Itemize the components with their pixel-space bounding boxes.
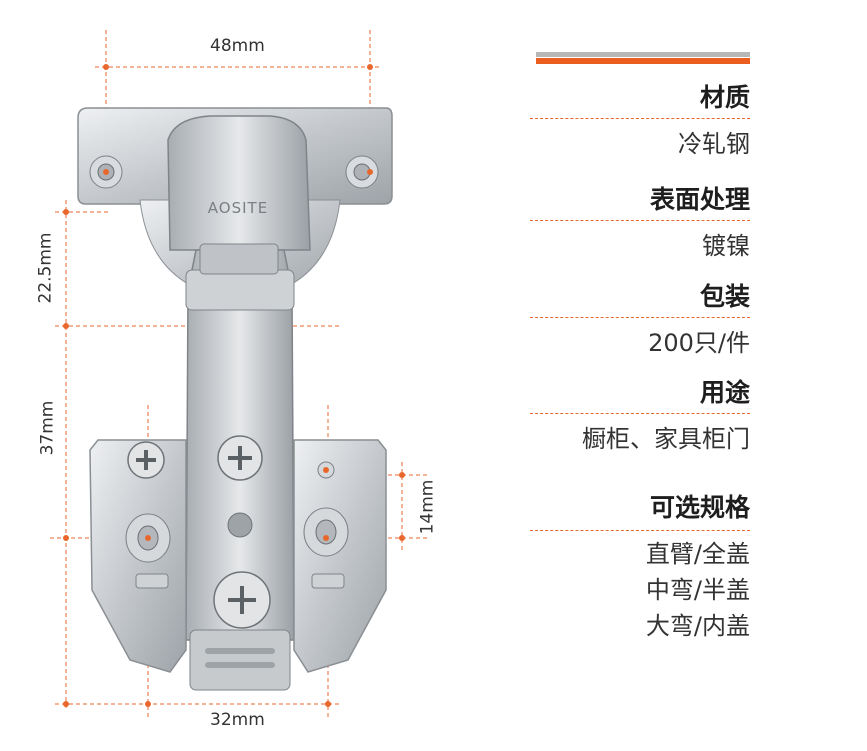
spec-divider [530,413,750,414]
spec-value: 200只/件 [648,329,750,357]
spec-value: 镀镍 [702,232,750,260]
spec-value: 橱柜、家具柜门 [582,425,750,453]
spec-divider [530,118,750,119]
spec-heading: 包装 [699,282,750,311]
option-item: 大弯/内盖 [645,612,750,640]
base-plate [89,439,387,691]
spec-divider [530,220,750,221]
dimension-dots [63,64,405,707]
spec-divider [530,317,750,318]
header-bar-gray [536,52,750,57]
spec-heading: 用途 [699,378,750,407]
spec-heading: 表面处理 [649,185,750,214]
dimension-bottom-width: 32mm [210,710,265,730]
dimension-hole-spacing: 14mm [417,479,438,535]
option-item: 直臂/全盖 [645,540,750,568]
spec-divider [530,530,750,531]
dimension-top-width: 48mm [210,36,265,56]
options-heading: 可选规格 [649,493,750,522]
spec-heading: 材质 [699,83,750,112]
dimension-lower-height: 37mm [37,400,58,456]
screws [127,435,271,629]
dimension-upper-height: 22.5mm [35,232,56,304]
brand-mark: AOSITE [208,199,268,217]
header-bar-orange [536,58,750,64]
spec-value: 冷轧钢 [678,130,750,158]
option-item: 中弯/半盖 [645,576,750,604]
